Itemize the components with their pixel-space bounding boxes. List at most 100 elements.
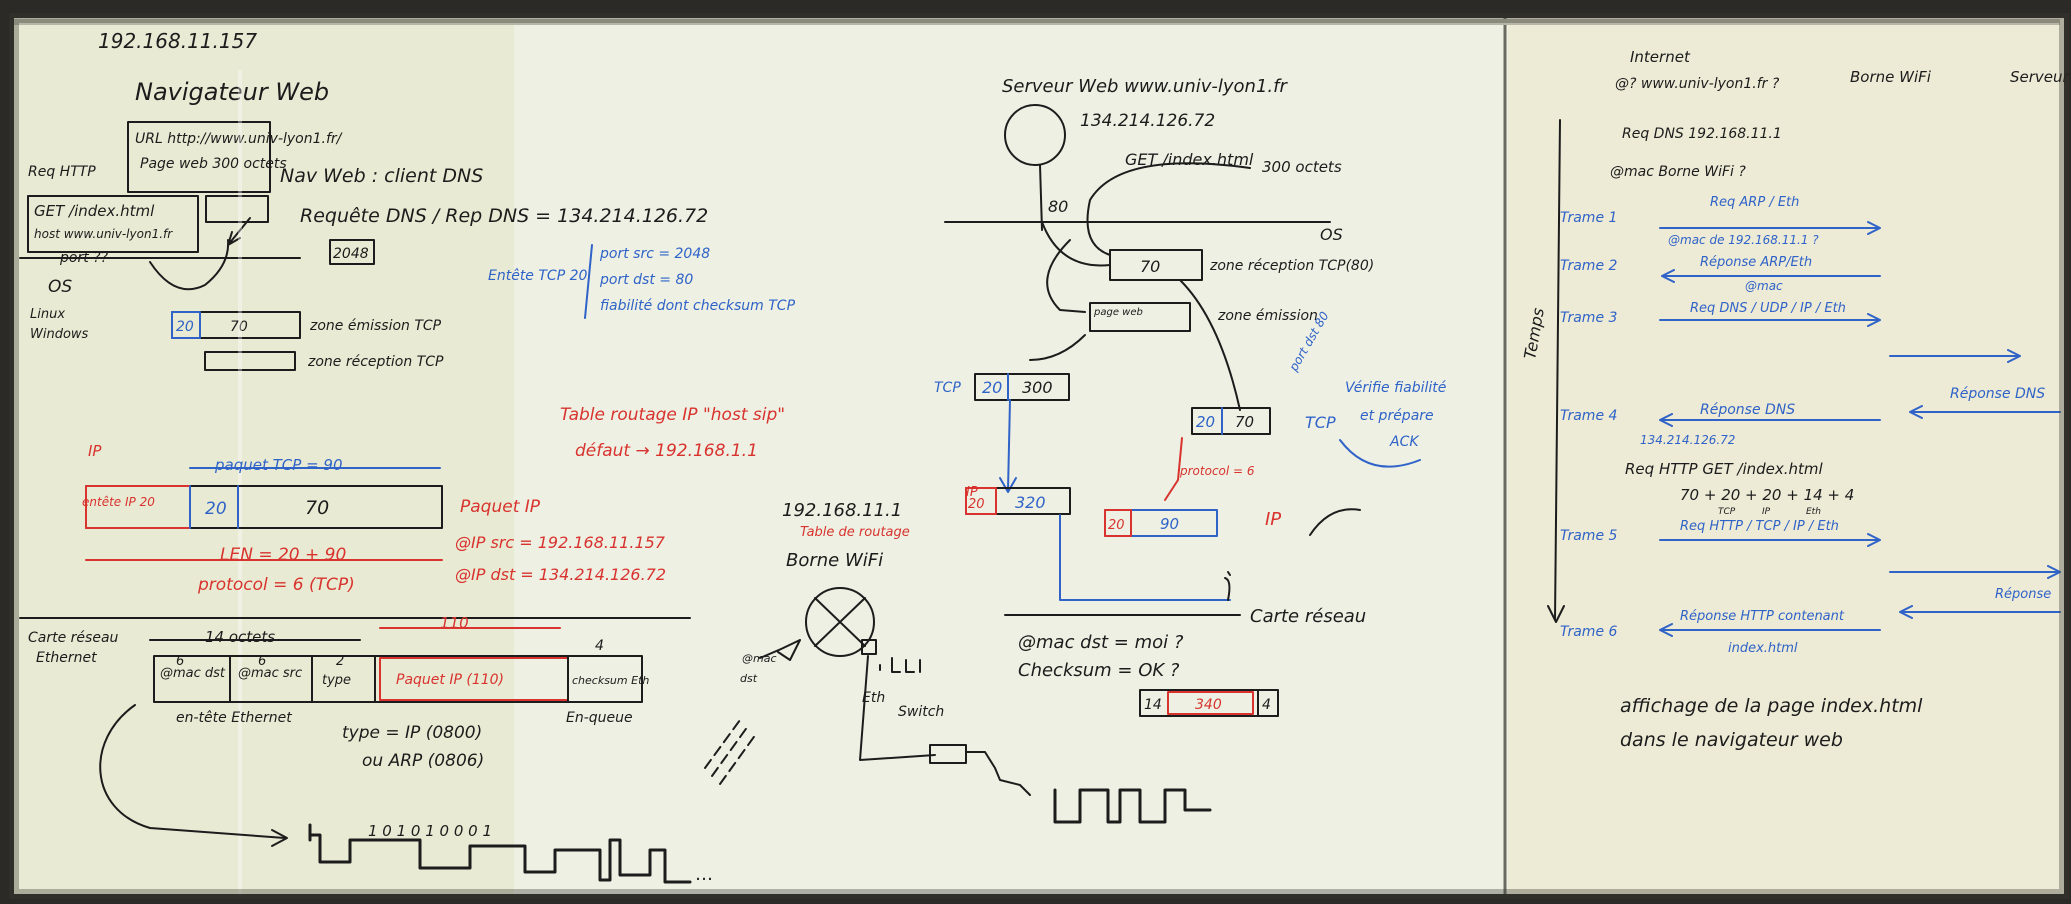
ip-label: IP <box>88 442 102 460</box>
final-line-1: affichage de la page index.html <box>1620 695 1923 717</box>
segment-header: 20 <box>176 319 194 335</box>
size-part-eth: Eth <box>1806 507 1821 517</box>
ip-proto: protocol = 6 (TCP) <box>197 575 355 595</box>
tcp-check-1: Vérifie fiabilité <box>1345 380 1447 396</box>
tcp-check-3: ACK <box>1389 434 1420 450</box>
tcp-note-1: Entête TCP 20 <box>488 268 588 284</box>
os-label: OS <box>48 277 72 297</box>
url-text: URL http://www.univ-lyon1.fr/ <box>135 131 343 147</box>
server-port: 80 <box>1048 197 1068 216</box>
server-ip-hdr: 20 <box>968 497 985 512</box>
dns-request: Requête DNS / Rep DNS = 134.214.126.72 <box>300 205 708 227</box>
ip-cell-data: 70 <box>305 497 329 519</box>
type-ip: type = IP (0800) <box>342 723 482 743</box>
q-mac: @mac Borne WiFi ? <box>1610 164 1746 180</box>
switch-label: Switch <box>898 704 944 720</box>
server-ip: 134.214.126.72 <box>1080 111 1215 131</box>
svg-text:@mac: @mac <box>742 652 777 665</box>
checksum-check: Checksum = OK ? <box>1018 660 1180 681</box>
os-linux: Linux <box>30 307 65 322</box>
server-rx-cell: 70 <box>1140 257 1160 276</box>
frame-crc: 4 <box>1262 697 1271 713</box>
ack-data: 70 <box>1235 413 1254 431</box>
payload-size: 110 <box>440 614 469 632</box>
ethernet-frame: Carte réseau Ethernet 14 octets 6 6 2 4 … <box>28 614 713 885</box>
svg-text:…: … <box>695 864 713 885</box>
get-line: GET /index.html <box>34 202 155 220</box>
ack-hdr: 20 <box>1196 413 1215 431</box>
trame-3: Trame 3 <box>1560 310 1617 326</box>
router-table: Table de routage <box>800 525 910 540</box>
trame-2-label: Réponse ARP/Eth <box>1700 255 1812 270</box>
count-type: 2 <box>336 654 344 669</box>
ip-len: LEN = 20 + 90 <box>220 545 346 565</box>
port-number: 2048 <box>333 246 369 262</box>
eth-label: Eth <box>862 690 885 706</box>
segment-data: 70 <box>230 319 248 335</box>
eth-title-2: Ethernet <box>36 650 97 666</box>
ip-label-right: IP <box>1265 509 1281 530</box>
cell-checksum: checksum Eth <box>572 674 649 687</box>
bit-sequence: 1 0 1 0 1 0 0 0 1 <box>368 822 492 840</box>
server-tcp-label: TCP <box>934 380 961 396</box>
ip2-hdr: 20 <box>1108 518 1125 533</box>
cell-mac-dst: @mac dst <box>160 666 226 681</box>
size-part-ip: IP <box>1762 507 1771 517</box>
zone-emission: zone émission TCP <box>309 318 442 334</box>
trame-3-label: Req DNS / UDP / IP / Eth <box>1690 301 1846 316</box>
dns-line: Req DNS 192.168.11.1 <box>1622 126 1782 142</box>
router-section: 192.168.11.1 Table de routage Borne WiFi… <box>704 500 1212 824</box>
ip-dst: @IP dst = 134.214.126.72 <box>455 565 666 584</box>
server-os: OS <box>1320 225 1343 244</box>
paquet-ip: Paquet IP <box>460 497 541 517</box>
tcp-note-3: port dst = 80 <box>599 272 693 288</box>
trame-6-label: Réponse HTTP contenant <box>1680 609 1845 624</box>
trame-1: Trame 1 <box>1560 210 1617 226</box>
trame-4: Trame 4 <box>1560 408 1617 424</box>
trame-6-sub: index.html <box>1728 641 1798 656</box>
ip-cell-tcp-header: 20 <box>205 499 227 519</box>
tcp-label-right: TCP <box>1305 413 1336 432</box>
trame-6: Trame 6 <box>1560 624 1618 640</box>
cell-paquet-ip: Paquet IP (110) <box>396 672 504 688</box>
eth-title-1: Carte réseau <box>28 630 119 646</box>
client-ip: 192.168.11.157 <box>98 29 257 53</box>
final-line-2: dans le navigateur web <box>1620 729 1843 751</box>
sequence-section: Internet Borne WiFi Serveur @? www.univ-… <box>1520 48 2069 751</box>
router-ip: 192.168.11.1 <box>782 500 902 521</box>
mac-check: @mac dst = moi ? <box>1018 632 1184 653</box>
zone-emission-server: zone émission <box>1217 308 1318 324</box>
server-ip-label: IP <box>966 485 978 500</box>
req-http-line: Req HTTP GET /index.html <box>1625 460 1824 478</box>
eth-trailer: En-queue <box>566 710 633 726</box>
network-card: Carte réseau <box>1250 606 1366 627</box>
ip-src: @IP src = 192.168.11.157 <box>455 533 666 552</box>
host-line: host www.univ-lyon1.fr <box>34 227 173 241</box>
ip-entete: entête IP 20 <box>82 495 155 509</box>
tcp-note-2: port src = 2048 <box>599 246 710 262</box>
proto-note: protocol = 6 <box>1179 464 1255 478</box>
trame-2-sub: @mac <box>1745 279 1783 293</box>
q-dns: @? www.univ-lyon1.fr ? <box>1615 76 1780 92</box>
page-size: Page web 300 octets <box>140 156 287 172</box>
server-ip-data: 320 <box>1015 493 1046 512</box>
type-arp: ou ARP (0806) <box>362 751 484 771</box>
frame-hdr: 14 <box>1144 697 1162 713</box>
trame-1-sub: @mac de 192.168.11.1 ? <box>1668 233 1819 247</box>
ip2-data: 90 <box>1160 515 1179 533</box>
server-tcp-data: 300 <box>1022 378 1053 397</box>
eth-header: en-tête Ethernet <box>176 710 292 726</box>
trame-5: Trame 5 <box>1560 528 1618 544</box>
server-section: Serveur Web www.univ-lyon1.fr 134.214.12… <box>934 76 1447 717</box>
server-title: Serveur Web www.univ-lyon1.fr <box>1002 76 1288 97</box>
zone-reception-server: zone réception TCP(80) <box>1209 258 1374 274</box>
col-borne: Borne WiFi <box>1850 68 1932 86</box>
dns-client: Nav Web : client DNS <box>280 165 483 187</box>
eth-size: 14 octets <box>205 628 275 646</box>
frame-data: 340 <box>1195 697 1222 713</box>
client-section: 192.168.11.157 Navigateur Web URL http:/… <box>19 29 796 894</box>
size-part-tcp: TCP <box>1718 507 1736 517</box>
server-tcp-hdr: 20 <box>982 378 1002 397</box>
page-web-cell: page web <box>1093 307 1143 318</box>
